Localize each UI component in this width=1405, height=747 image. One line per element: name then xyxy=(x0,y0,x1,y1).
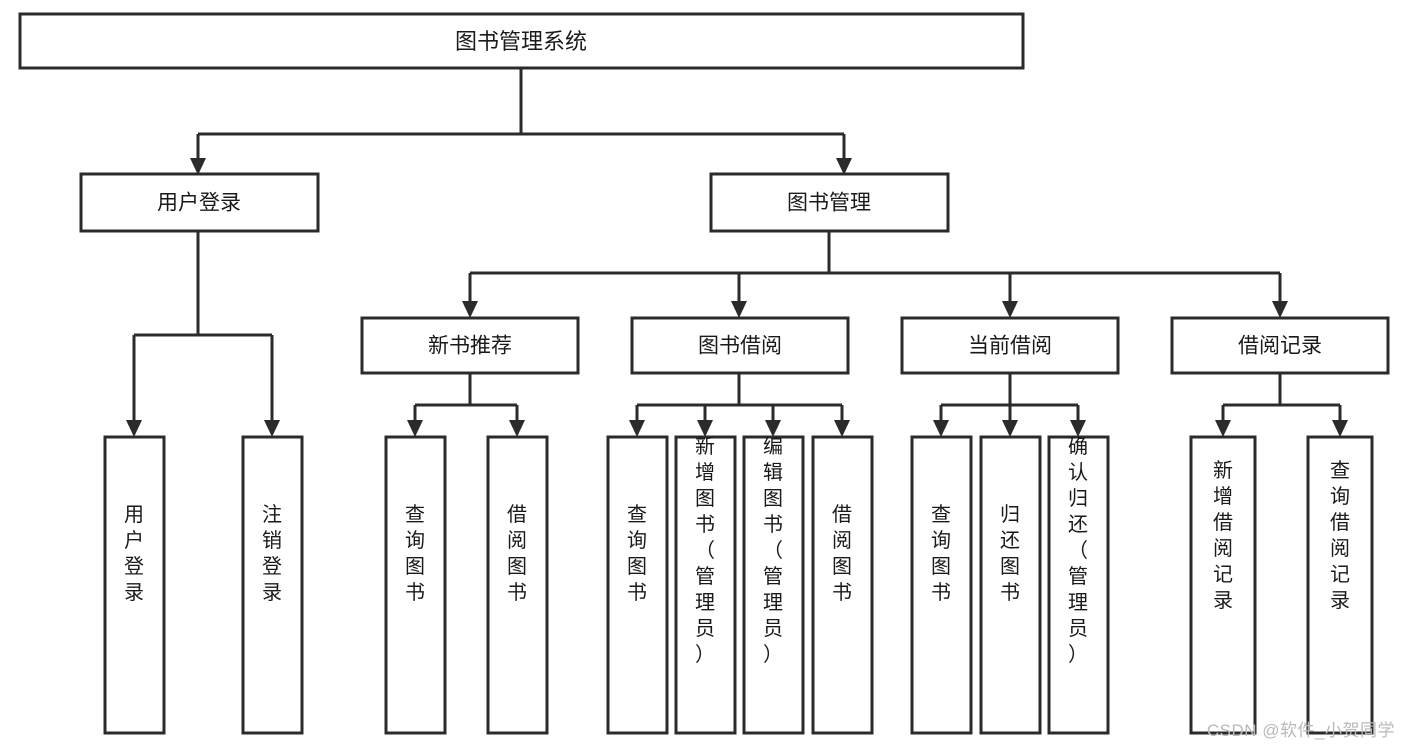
node-leaf-user-login-label: 用户登录 xyxy=(124,504,144,604)
node-leaf-borrow-book-2[interactable]: 借阅图书 xyxy=(811,435,874,735)
node-new-book-recommend-label: 新书推荐 xyxy=(428,335,512,358)
node-leaf-query-borrow-record-label: 查询借阅记录 xyxy=(1330,459,1350,612)
node-root-label: 图书管理系统 xyxy=(455,29,587,54)
arrow-head-icon xyxy=(836,158,852,175)
node-user-login[interactable]: 用户登录 xyxy=(79,172,320,233)
arrow-head-icon xyxy=(1332,420,1348,437)
node-leaf-logout-login-label: 注销登录 xyxy=(262,503,282,604)
node-book-management-label: 图书管理 xyxy=(787,192,871,215)
arrow-head-icon xyxy=(264,420,280,437)
node-borrow-record[interactable]: 借阅记录 xyxy=(1170,316,1390,375)
node-leaf-borrow-book-1[interactable]: 借阅图书 xyxy=(486,435,549,735)
node-current-borrow-label: 当前借阅 xyxy=(968,335,1052,358)
connector-borrowrecord-to-leaves xyxy=(1215,373,1348,437)
node-current-borrow[interactable]: 当前借阅 xyxy=(900,316,1120,375)
node-leaf-query-book-1[interactable]: 查询图书 xyxy=(384,435,447,735)
arrow-head-icon xyxy=(1002,301,1018,318)
arrow-head-icon xyxy=(407,420,423,437)
node-book-borrow-label: 图书借阅 xyxy=(698,335,782,358)
node-leaf-edit-book[interactable]: 编辑图书（管理员） xyxy=(742,435,805,735)
node-leaf-return-book-label: 归还图书 xyxy=(1000,503,1020,604)
node-root-system[interactable]: 图书管理系统 xyxy=(18,12,1025,70)
node-leaf-add-book-label: 新增图书（管理员） xyxy=(695,435,715,666)
arrow-head-icon xyxy=(1070,420,1086,437)
arrow-head-icon xyxy=(697,420,713,437)
node-leaf-logout-login[interactable]: 注销登录 xyxy=(241,435,304,735)
arrow-head-icon xyxy=(190,158,206,175)
node-user-login-label: 用户登录 xyxy=(157,192,241,215)
connector-root-to-level2 xyxy=(190,68,852,175)
arrow-head-icon xyxy=(933,420,949,437)
node-leaf-return-book[interactable]: 归还图书 xyxy=(979,435,1042,735)
connector-currentborrow-to-leaves xyxy=(933,373,1086,437)
node-leaf-query-book-1-label: 查询图书 xyxy=(405,503,425,604)
arrow-head-icon xyxy=(462,301,478,318)
arrow-head-icon xyxy=(126,420,142,437)
arrow-head-icon xyxy=(629,420,645,437)
arrow-head-icon xyxy=(731,301,747,318)
node-leaf-query-borrow-record[interactable]: 查询借阅记录 xyxy=(1306,435,1374,735)
node-leaf-query-book-2-label: 查询图书 xyxy=(627,503,647,604)
arrow-head-icon xyxy=(509,420,525,437)
node-leaf-confirm-return-label: 确认归还（管理员） xyxy=(1068,435,1088,666)
node-leaf-edit-book-label: 编辑图书（管理员） xyxy=(763,435,783,666)
node-new-book-recommend[interactable]: 新书推荐 xyxy=(360,316,580,375)
connector-bookmgmt-to-level3 xyxy=(462,231,1288,318)
node-borrow-record-label: 借阅记录 xyxy=(1238,335,1322,358)
connector-bookborrow-to-leaves xyxy=(629,373,850,437)
node-book-borrow[interactable]: 图书借阅 xyxy=(630,316,850,375)
node-leaf-add-borrow-record-label: 新增借阅记录 xyxy=(1213,459,1233,612)
node-leaf-confirm-return[interactable]: 确认归还（管理员） xyxy=(1047,435,1110,735)
node-leaf-add-borrow-record[interactable]: 新增借阅记录 xyxy=(1189,435,1257,735)
node-leaf-user-login[interactable]: 用户登录 xyxy=(103,435,166,735)
arrow-head-icon xyxy=(1272,301,1288,318)
node-leaf-query-book-3[interactable]: 查询图书 xyxy=(910,435,973,735)
node-leaf-query-book-3-label: 查询图书 xyxy=(931,503,951,604)
node-leaf-add-book[interactable]: 新增图书（管理员） xyxy=(674,435,737,735)
arrow-head-icon xyxy=(834,420,850,437)
node-leaf-borrow-book-2-label: 借阅图书 xyxy=(832,503,852,604)
arrow-head-icon xyxy=(1215,420,1231,437)
arrow-head-icon xyxy=(765,420,781,437)
connector-userlogin-to-leaves xyxy=(126,231,280,437)
node-leaf-query-book-2[interactable]: 查询图书 xyxy=(606,435,669,735)
node-leaf-borrow-book-1-label: 借阅图书 xyxy=(507,503,527,604)
arrow-head-icon xyxy=(1002,420,1018,437)
connector-newbook-to-leaves xyxy=(407,373,525,437)
node-book-management[interactable]: 图书管理 xyxy=(709,172,950,233)
